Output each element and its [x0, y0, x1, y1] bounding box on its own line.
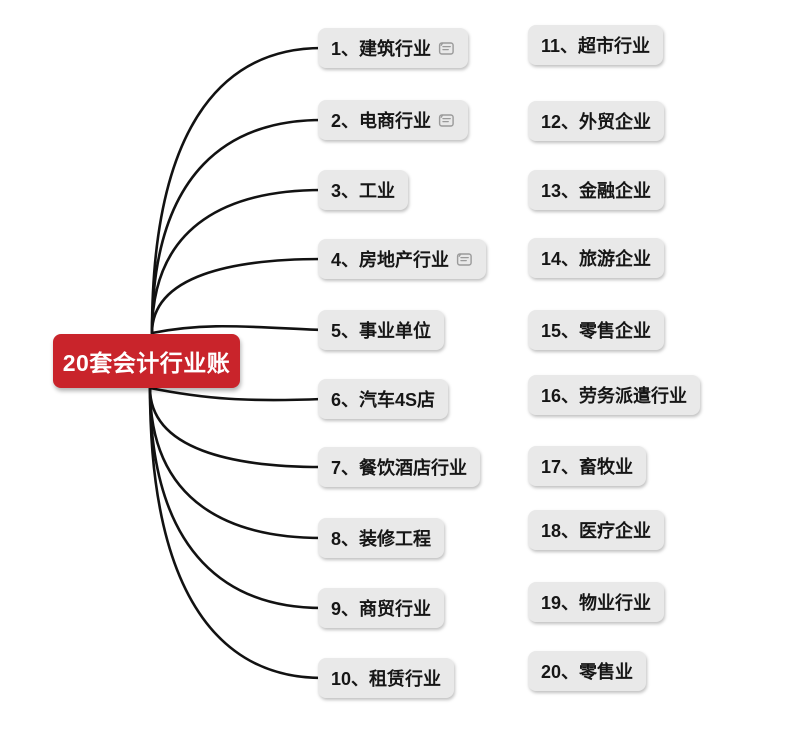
topic-item-16[interactable]: 16、劳务派遣行业 — [528, 375, 701, 415]
branch-line — [148, 386, 324, 540]
topic-item-20[interactable]: 20、零售业 — [528, 651, 647, 691]
branch-line — [150, 188, 324, 335]
topic-label: 9、商贸行业 — [331, 599, 432, 619]
topic-label: 7、餐饮酒店行业 — [331, 458, 468, 478]
topic-label: 3、工业 — [331, 181, 396, 201]
topic-label: 1、建筑行业 — [331, 39, 432, 59]
topic-item-13[interactable]: 13、金融企业 — [528, 170, 665, 210]
topic-label: 2、电商行业 — [331, 111, 432, 131]
topic-item-2[interactable]: 2、电商行业 — [318, 100, 469, 140]
branch-line — [148, 386, 324, 469]
topic-item-17[interactable]: 17、畜牧业 — [528, 446, 647, 486]
topic-label: 15、零售企业 — [541, 321, 652, 341]
branch-line — [148, 386, 324, 680]
note-icon[interactable] — [456, 252, 473, 267]
topic-item-9[interactable]: 9、商贸行业 — [318, 588, 445, 628]
branch-line — [150, 118, 324, 335]
topic-item-18[interactable]: 18、医疗企业 — [528, 510, 665, 550]
topic-label: 18、医疗企业 — [541, 521, 652, 541]
topic-label: 11、超市行业 — [541, 36, 651, 56]
topic-item-8[interactable]: 8、装修工程 — [318, 518, 445, 558]
topic-item-3[interactable]: 3、工业 — [318, 170, 409, 210]
topic-label: 17、畜牧业 — [541, 457, 634, 477]
topic-label: 5、事业单位 — [331, 321, 432, 341]
topic-label: 16、劳务派遣行业 — [541, 386, 688, 406]
topic-item-1[interactable]: 1、建筑行业 — [318, 28, 469, 68]
note-icon[interactable] — [438, 41, 455, 56]
root-topic-label: 20套会计行业账 — [62, 350, 231, 376]
branch-line — [150, 46, 324, 335]
topic-item-5[interactable]: 5、事业单位 — [318, 310, 445, 350]
topic-item-6[interactable]: 6、汽车4S店 — [318, 379, 449, 419]
topic-label: 14、旅游企业 — [541, 249, 652, 269]
branch-line — [148, 386, 324, 402]
topic-label: 6、汽车4S店 — [331, 390, 436, 410]
topic-label: 13、金融企业 — [541, 181, 652, 201]
root-topic[interactable]: 20套会计行业账 — [53, 334, 240, 388]
topic-item-14[interactable]: 14、旅游企业 — [528, 238, 665, 278]
topic-item-15[interactable]: 15、零售企业 — [528, 310, 665, 350]
branch-line — [150, 324, 324, 335]
topic-item-19[interactable]: 19、物业行业 — [528, 582, 665, 622]
topic-label: 19、物业行业 — [541, 593, 652, 613]
topic-item-7[interactable]: 7、餐饮酒店行业 — [318, 447, 481, 487]
topic-item-12[interactable]: 12、外贸企业 — [528, 101, 665, 141]
topic-item-11[interactable]: 11、超市行业 — [528, 25, 664, 65]
branch-line — [148, 386, 324, 610]
topic-label: 10、租赁行业 — [331, 669, 442, 689]
topic-label: 12、外贸企业 — [541, 112, 652, 132]
topic-label: 8、装修工程 — [331, 529, 432, 549]
topic-item-4[interactable]: 4、房地产行业 — [318, 239, 487, 279]
topic-label: 20、零售业 — [541, 662, 634, 682]
topic-label: 4、房地产行业 — [331, 250, 450, 270]
note-icon[interactable] — [438, 113, 455, 128]
topic-item-10[interactable]: 10、租赁行业 — [318, 658, 455, 698]
branch-line — [150, 257, 324, 335]
